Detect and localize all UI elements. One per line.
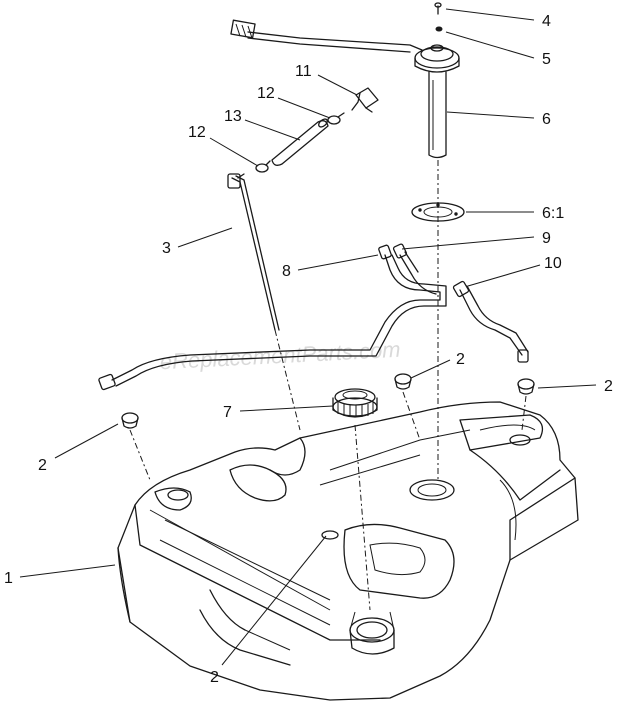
callout-3: 3 xyxy=(162,240,171,257)
hose-clamp-lower xyxy=(255,160,271,173)
assembly-centerlines xyxy=(129,160,527,611)
hose xyxy=(271,118,329,166)
fuel-line-return xyxy=(392,243,437,295)
callout-8: 8 xyxy=(282,263,291,280)
grommet-center xyxy=(394,373,412,390)
callout-13: 13 xyxy=(224,108,242,125)
callout-4: 4 xyxy=(542,13,551,30)
valve xyxy=(351,87,379,113)
callout-7: 7 xyxy=(223,404,232,421)
callout-2-center: 2 xyxy=(456,351,465,368)
vent-tube xyxy=(227,173,280,331)
callout-2-bottom: 2 xyxy=(210,669,219,686)
washer xyxy=(435,26,443,32)
fuel-sender xyxy=(230,19,460,159)
callout-2-left: 2 xyxy=(38,457,47,474)
callout-11: 11 xyxy=(295,63,312,80)
callout-10: 10 xyxy=(544,255,562,272)
callout-5: 5 xyxy=(542,51,551,68)
fuel-tank xyxy=(117,401,579,701)
callout-12-lower: 12 xyxy=(188,124,206,141)
screw xyxy=(434,2,442,15)
leader-lines xyxy=(19,8,597,666)
callout-labels: 1 2 2 2 2 3 4 5 6 6:1 7 8 9 10 11 12 12 … xyxy=(4,13,613,686)
fuel-line-supply xyxy=(98,244,447,391)
callout-12-upper: 12 xyxy=(257,85,275,102)
callout-9: 9 xyxy=(542,230,551,247)
callout-2-right: 2 xyxy=(604,378,613,395)
fuel-cap xyxy=(332,388,378,418)
callout-6-1: 6:1 xyxy=(542,205,564,222)
fuel-line-vent xyxy=(452,280,529,363)
grommet-right xyxy=(517,378,535,395)
callout-1: 1 xyxy=(4,570,13,587)
grommet-left xyxy=(121,412,139,429)
callout-6: 6 xyxy=(542,111,551,128)
hose-clamp-upper xyxy=(327,112,345,125)
